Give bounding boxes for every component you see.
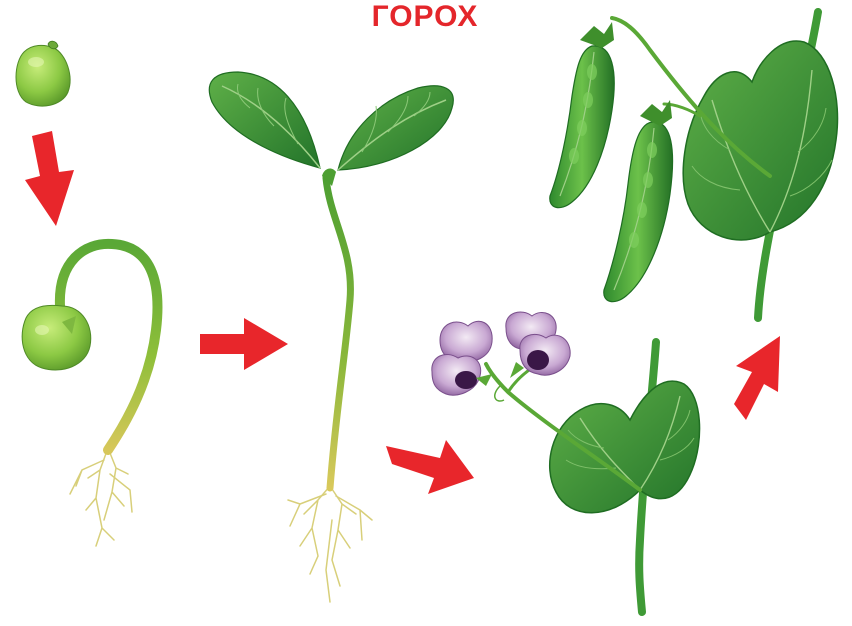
pea-pods-icon — [550, 12, 838, 318]
arrow-up-right — [734, 336, 780, 420]
arrow-right — [200, 318, 288, 370]
pea-flower-icon — [432, 312, 700, 612]
pea-seed-icon — [16, 41, 70, 106]
arrow-down — [25, 131, 74, 226]
sprout-with-seed-icon — [22, 244, 157, 546]
arrow-down-right — [386, 440, 474, 494]
